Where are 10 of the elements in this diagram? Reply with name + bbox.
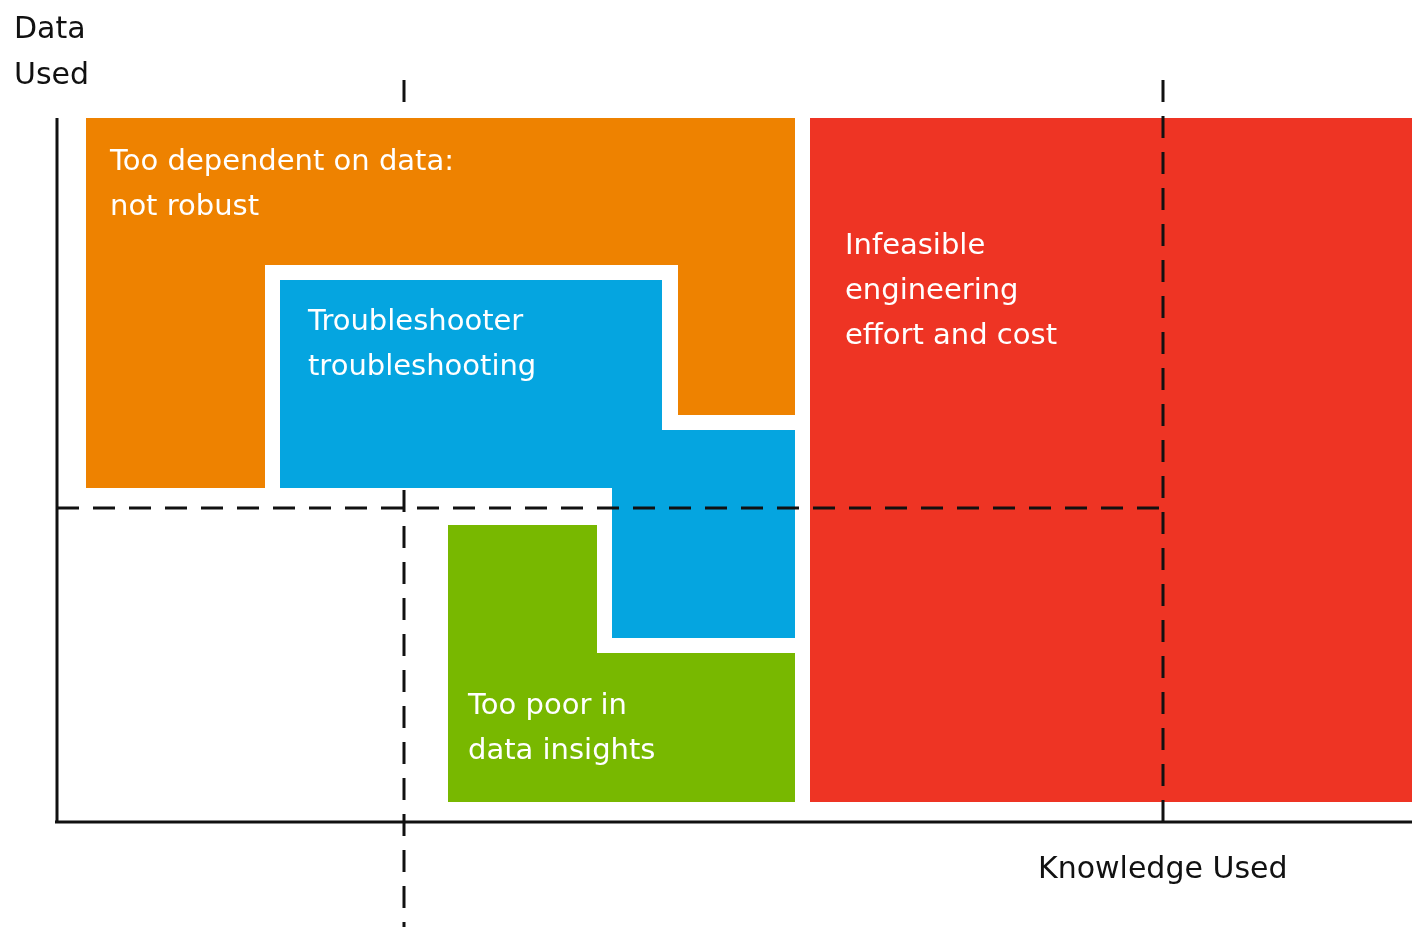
region-label: Troubleshooter troubleshooting (308, 302, 538, 384)
axis-label: Data Used (14, 9, 91, 93)
axis-label: Knowledge Used (1038, 849, 1289, 887)
region-label: Too dependent on data: not robust (110, 142, 456, 224)
region-area (448, 525, 795, 802)
region-label: Too poor in data insights (468, 686, 657, 768)
region-area (86, 118, 795, 488)
region-area (280, 280, 795, 638)
region-area (810, 118, 1412, 802)
region-label: Infeasible engineering effort and cost (845, 226, 1059, 353)
